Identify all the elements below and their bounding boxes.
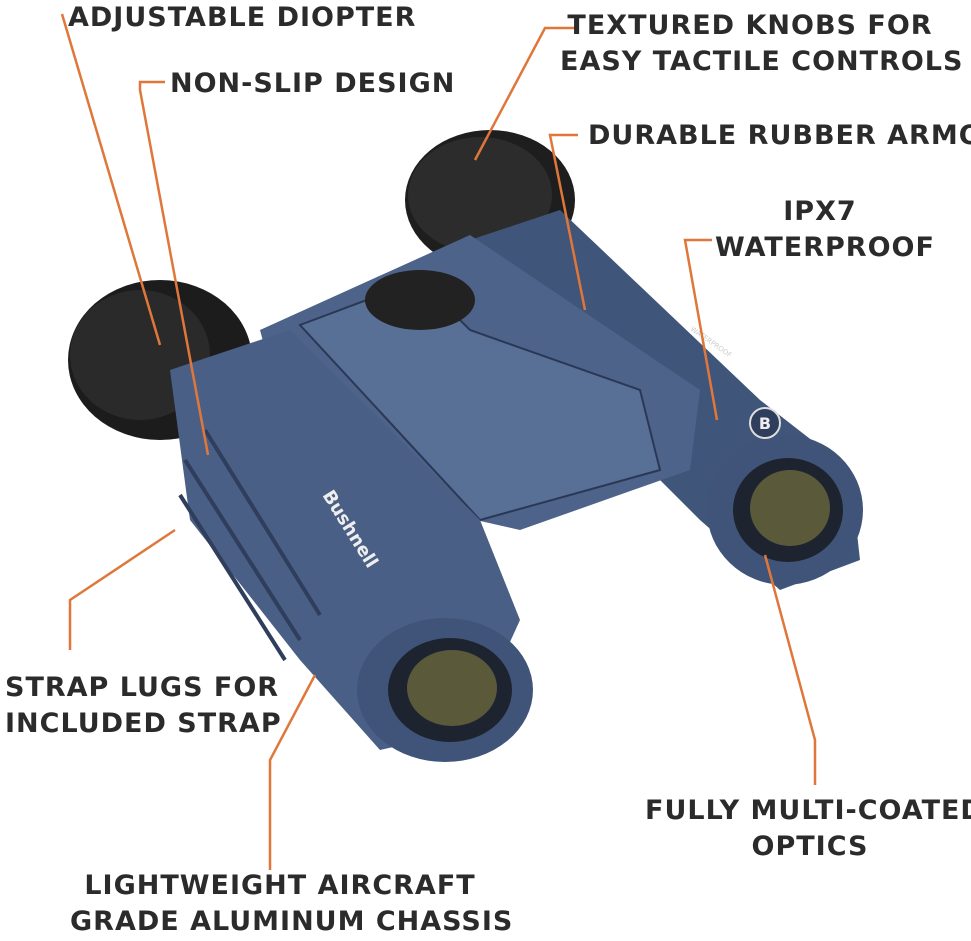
leader-diopter bbox=[60, 13, 162, 346]
label-line: OPTICS bbox=[751, 831, 869, 862]
svg-text:B: B bbox=[759, 414, 771, 433]
label-line: GRADE ALUMINUM CHASSIS bbox=[70, 906, 514, 937]
label-durable-rubber-armor: DURABLE RUBBER ARMOR bbox=[588, 120, 971, 151]
label-non-slip-design: NON-SLIP DESIGN bbox=[170, 68, 456, 99]
leader-knobs bbox=[473, 26, 575, 161]
label-line: EASY TACTILE CONTROLS bbox=[560, 46, 964, 77]
label-adjustable-diopter: ADJUSTABLE DIOPTER bbox=[68, 2, 417, 33]
label-aluminum-chassis: LIGHTWEIGHT AIRCRAFT GRADE ALUMINUM CHAS… bbox=[70, 868, 514, 940]
leader-non-slip bbox=[138, 80, 210, 456]
brand-badge: B bbox=[749, 407, 781, 439]
leader-strap bbox=[68, 528, 176, 650]
right-objective-lens bbox=[707, 435, 863, 585]
leader-ipx7 bbox=[683, 238, 719, 421]
leader-optics bbox=[763, 554, 817, 785]
label-textured-knobs: TEXTURED KNOBS FOR EASY TACTILE CONTROLS bbox=[560, 8, 964, 80]
leader-armor bbox=[548, 133, 587, 311]
focus-knob bbox=[365, 270, 475, 330]
label-line: STRAP LUGS FOR bbox=[5, 672, 280, 703]
label-line: IPX7 bbox=[783, 196, 857, 227]
label-line: LIGHTWEIGHT AIRCRAFT bbox=[84, 870, 476, 901]
label-line: FULLY MULTI-COATED bbox=[645, 795, 971, 826]
non-slip-ridges bbox=[178, 428, 322, 662]
label-line: INCLUDED STRAP bbox=[5, 708, 282, 739]
label-ipx7-waterproof: IPX7 WATERPROOF bbox=[715, 194, 935, 266]
label-strap-lugs: STRAP LUGS FOR INCLUDED STRAP bbox=[5, 670, 282, 742]
label-multi-coated-optics: FULLY MULTI-COATED OPTICS bbox=[645, 793, 971, 865]
label-line: TEXTURED KNOBS FOR bbox=[567, 10, 933, 41]
label-line: WATERPROOF bbox=[715, 232, 935, 263]
leader-chassis bbox=[268, 674, 317, 870]
left-objective-lens bbox=[357, 618, 533, 762]
